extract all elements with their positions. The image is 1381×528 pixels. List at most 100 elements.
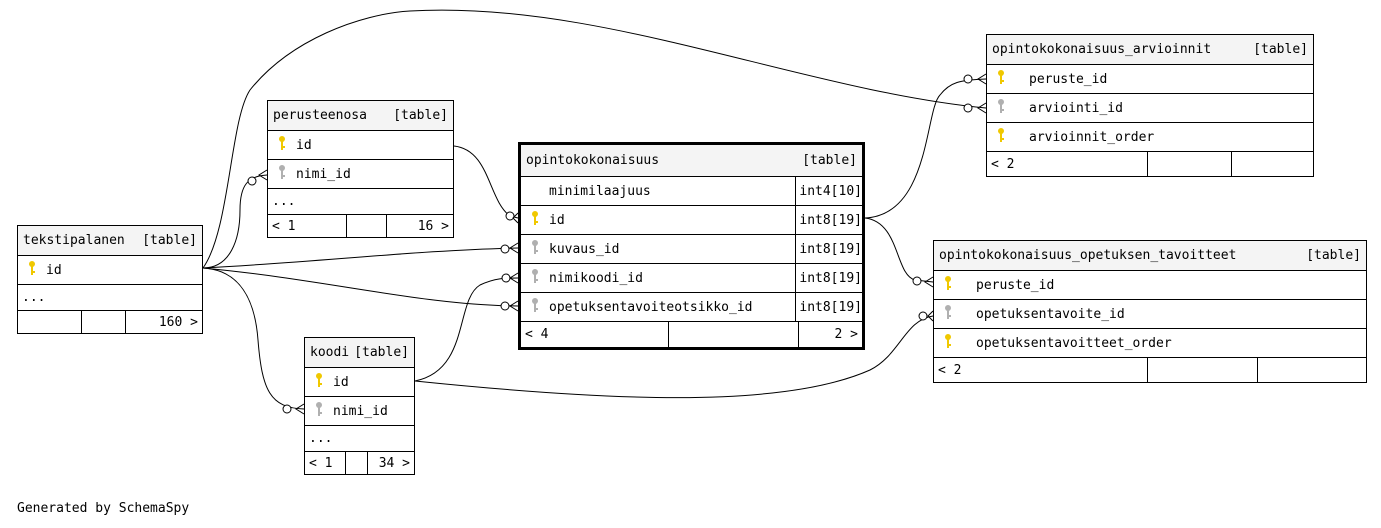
footer-columns: [1148, 152, 1232, 176]
foreign-key-icon: [987, 98, 1015, 118]
link-end-circle: [282, 404, 292, 414]
footer-parents[interactable]: < 2: [934, 358, 1148, 382]
primary-key-icon: [305, 372, 333, 392]
link-tekstipalanen-kuvaus: [202, 247, 519, 269]
link-end-circle: [505, 211, 515, 221]
table-name: opintokokonaisuus: [526, 153, 660, 168]
link-crowfoot: [258, 169, 268, 181]
column-name: peruste_id: [1029, 71, 1108, 87]
column-name: id: [296, 137, 312, 153]
link-tekstipalanen-perusteenosa: [202, 174, 268, 269]
table-name: perusteenosa: [273, 108, 367, 123]
footer-columns: [82, 311, 126, 333]
footer-parents[interactable]: < 1: [268, 215, 347, 237]
link-koodi-opetuksentavoite: [414, 315, 934, 399]
footer-children[interactable]: [1258, 358, 1366, 382]
table-tekstipalanen[interactable]: tekstipalanen [table] id ... 160 >: [17, 225, 203, 334]
link-crowfoot: [509, 242, 519, 254]
primary-key-icon: [987, 69, 1015, 89]
table-header: koodi [table]: [305, 338, 414, 368]
link-crowfoot: [509, 300, 519, 312]
column-name: arviointi_id: [1029, 100, 1123, 116]
foreign-key-icon: [521, 239, 549, 259]
table-header: opintokokonaisuus_arvioinnit [table]: [987, 35, 1313, 65]
column-row[interactable]: minimilaajuus int4[10]: [521, 177, 862, 206]
table-name: opintokokonaisuus_opetuksen_tavoitteet: [939, 248, 1237, 263]
table-type: [table]: [1306, 248, 1361, 263]
table-type: [table]: [1253, 42, 1308, 57]
link-end-circle: [918, 311, 928, 321]
column-row[interactable]: opetuksentavoiteotsikko_id int8[19]: [521, 293, 862, 322]
table-footer: 160 >: [18, 311, 202, 333]
table-opintokokonaisuus[interactable]: opintokokonaisuus [table] minimilaajuus …: [518, 142, 865, 350]
footer-parents[interactable]: < 2: [987, 152, 1148, 176]
footer-parents[interactable]: < 4: [521, 322, 669, 347]
footer-children[interactable]: 160 >: [158, 314, 198, 330]
table-koodi[interactable]: koodi [table] id nimi_id ... < 1 34 >: [304, 337, 415, 475]
column-row[interactable]: id: [305, 368, 414, 397]
link-perusteenosa-id: [453, 145, 519, 219]
column-row[interactable]: id: [18, 256, 202, 285]
link-tekstipalanen-opetuksentavoiteotsikko: [202, 267, 519, 307]
link-opintokokonaisuus-arvioinnit: [864, 78, 987, 219]
column-row[interactable]: arviointi_id: [987, 94, 1313, 123]
footer-children[interactable]: 34 >: [378, 455, 410, 471]
link-end-circle: [501, 273, 511, 283]
foreign-key-icon: [934, 304, 962, 324]
link-end-circle: [963, 103, 973, 113]
column-type: int8[19]: [795, 206, 862, 234]
primary-key-icon: [987, 127, 1015, 147]
table-type: [table]: [393, 108, 448, 123]
more-columns: ...: [305, 426, 414, 452]
primary-key-icon: [934, 333, 962, 353]
column-name: peruste_id: [976, 277, 1055, 293]
link-tekstipalanen-koodi: [202, 267, 305, 410]
link-opintokokonaisuus-tavoitteet: [864, 217, 934, 283]
link-end-circle: [500, 301, 510, 311]
link-crowfoot: [977, 73, 987, 85]
table-opintokokonaisuus-opetuksen-tavoitteet[interactable]: opintokokonaisuus_opetuksen_tavoitteet […: [933, 240, 1367, 383]
table-perusteenosa[interactable]: perusteenosa [table] id nimi_id ... < 1 …: [267, 100, 454, 238]
column-row[interactable]: id: [268, 131, 453, 160]
column-row[interactable]: peruste_id: [934, 271, 1366, 300]
more-columns: ...: [268, 189, 453, 215]
column-type: int4[10]: [795, 177, 862, 205]
column-row[interactable]: opetuksentavoitteet_order: [934, 329, 1366, 358]
column-name: nimi_id: [333, 403, 388, 419]
table-opintokokonaisuus-arvioinnit[interactable]: opintokokonaisuus_arvioinnit [table] per…: [986, 34, 1314, 177]
link-end-circle: [500, 244, 510, 254]
column-name: nimi_id: [296, 166, 351, 182]
table-header: opintokokonaisuus_opetuksen_tavoitteet […: [934, 241, 1366, 271]
link-crowfoot: [509, 272, 519, 284]
column-type: int8[19]: [795, 235, 862, 263]
column-name: kuvaus_id: [549, 241, 620, 257]
column-name: id: [46, 262, 62, 278]
column-row[interactable]: nimi_id: [305, 397, 414, 426]
column-row[interactable]: peruste_id: [987, 65, 1313, 94]
generated-by-note: Generated by SchemaSpy: [17, 501, 190, 516]
table-header: tekstipalanen [table]: [18, 226, 202, 256]
column-row[interactable]: kuvaus_id int8[19]: [521, 235, 862, 264]
link-koodi-nimikoodi: [414, 277, 519, 382]
footer-children[interactable]: 2 >: [834, 327, 858, 342]
column-row[interactable]: id int8[19]: [521, 206, 862, 235]
column-name: id: [549, 212, 565, 228]
foreign-key-icon: [521, 268, 549, 288]
primary-key-icon: [18, 260, 46, 280]
column-row[interactable]: opetuksentavoite_id: [934, 300, 1366, 329]
footer-children[interactable]: 16 >: [417, 218, 449, 234]
column-row[interactable]: nimi_id: [268, 160, 453, 189]
footer-columns: [346, 452, 368, 474]
column-name: opetuksentavoitteet_order: [976, 335, 1172, 351]
table-footer: < 1 16 >: [268, 215, 453, 237]
footer-parents[interactable]: < 1: [305, 452, 346, 474]
more-columns: ...: [18, 285, 202, 311]
footer-children[interactable]: [1232, 152, 1313, 176]
table-type: [table]: [142, 233, 197, 248]
column-row[interactable]: arvioinnit_order: [987, 123, 1313, 152]
column-name: opetuksentavoite_id: [976, 306, 1125, 322]
table-footer: < 2: [987, 152, 1313, 176]
column-row[interactable]: nimikoodi_id int8[19]: [521, 264, 862, 293]
foreign-key-icon: [305, 401, 333, 421]
footer-parents[interactable]: [18, 311, 82, 333]
